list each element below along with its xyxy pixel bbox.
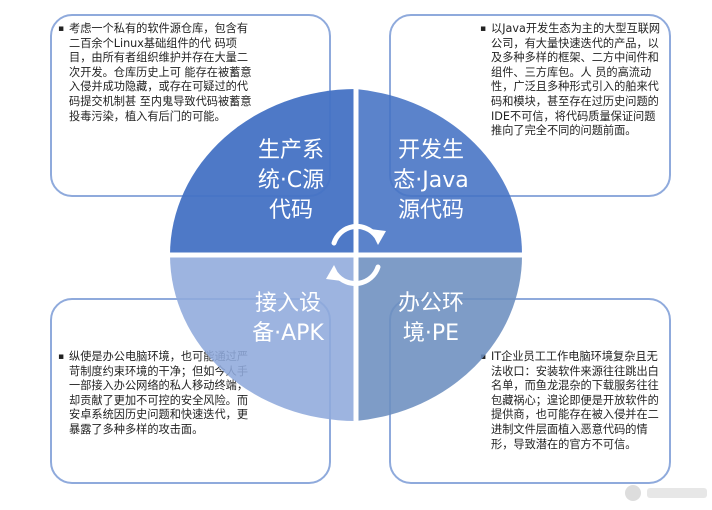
description-text-production-system: 考虑一个私有的软件源仓库，包含有二百余个Linux基础组件的代 码项目，由所有者… xyxy=(58,22,254,124)
description-box-dev-ecosystem: 以Java开发生态为主的大型互联网公司，有大量快速迭代的产品，以及多种多样的框架… xyxy=(389,14,671,197)
quadrant-label-access-device: 接入设 备·APK xyxy=(252,291,324,346)
quadrant-label-office-env: 办公环 境·PE xyxy=(397,291,464,346)
quadrant-access-device xyxy=(170,255,356,421)
quadrant-label-dev-ecosystem: 开发生 态·Java 源代码 xyxy=(393,138,469,223)
quadrant-production-system xyxy=(170,89,356,255)
rotate-arrows-icon xyxy=(326,224,386,286)
description-text-office-env: IT企业员工工作电脑环境复杂且无法收口：安装软件来源往往跳出白名单，而鱼龙混杂的… xyxy=(480,350,661,452)
quadrant-dev-ecosystem xyxy=(356,89,523,255)
quadrant-office-env xyxy=(356,255,523,421)
description-text-access-device: 纵使是办公电脑环境，也可能通过严苛制度约束环境的干净；但如今人手一部接入办公网络… xyxy=(58,350,259,438)
quadrant-label-production-system: 生产系 统·C源 代码 xyxy=(257,138,325,223)
description-text-dev-ecosystem: 以Java开发生态为主的大型互联网公司，有大量快速迭代的产品，以及多种多样的框架… xyxy=(480,22,661,139)
watermark-logo-icon xyxy=(625,485,707,501)
